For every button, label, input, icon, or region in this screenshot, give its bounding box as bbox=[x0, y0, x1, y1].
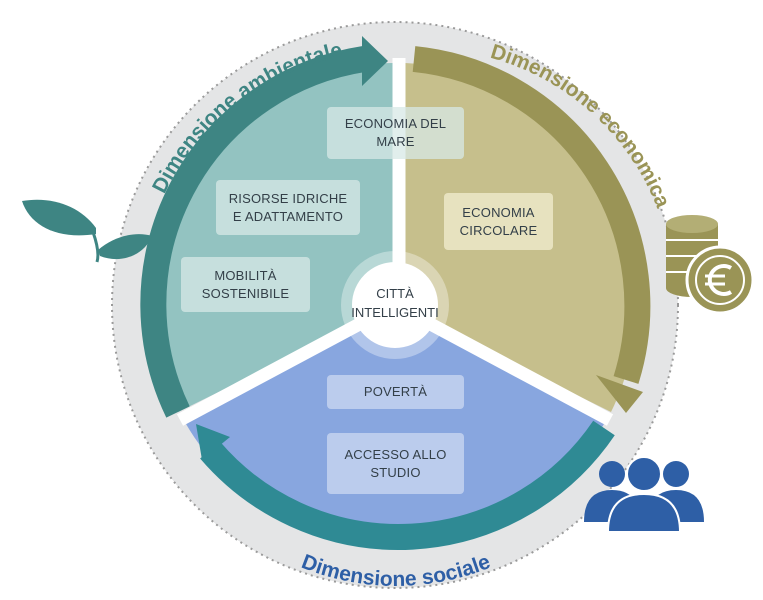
arrow-social bbox=[200, 420, 615, 550]
center-circle bbox=[352, 262, 438, 348]
arrow-head-social bbox=[196, 424, 230, 460]
center-label: CITTÀ INTELLIGENTI bbox=[351, 286, 439, 320]
item-accesso-allo-studio: ACCESSO ALLO STUDIO bbox=[327, 433, 464, 494]
item-risorse-idriche: RISORSE IDRICHE E ADATTAMENTO bbox=[216, 180, 360, 235]
arrow-head-economic bbox=[596, 375, 643, 413]
arrow-head-environmental bbox=[362, 36, 388, 86]
item-economia-circolare: ECONOMIA CIRCOLARE bbox=[444, 193, 553, 250]
people-icon bbox=[584, 456, 704, 533]
arrow-economic bbox=[412, 46, 651, 384]
leaves-icon bbox=[22, 199, 152, 263]
item-mobilita-sostenibile: MOBILITÀ SOSTENIBILE bbox=[181, 257, 310, 312]
coins-euro-icon bbox=[666, 215, 755, 315]
arrow-environmental bbox=[140, 46, 366, 418]
item-poverta: POVERTÀ bbox=[327, 375, 464, 409]
item-economia-del-mare: ECONOMIA DEL MARE bbox=[327, 107, 464, 159]
